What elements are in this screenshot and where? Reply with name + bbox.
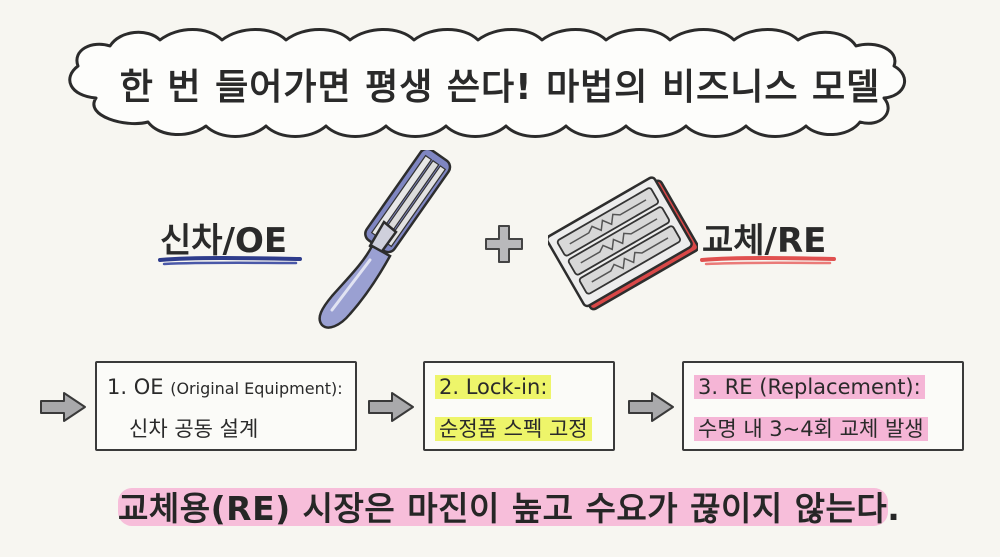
step-oe-title: 1. OE (Original Equipment): xyxy=(107,375,343,399)
replacement-blades-icon xyxy=(548,176,698,311)
step-lockin-description-wrap: 순정품 스펙 고정 xyxy=(435,413,592,443)
step-re-description-wrap: 수명 내 3~4회 교체 발생 xyxy=(694,413,928,443)
oe-label: 신차/OE xyxy=(160,221,288,261)
step-oe-box: 1. OE (Original Equipment): 신차 공동 설계 xyxy=(95,361,357,451)
bottom-highlight xyxy=(118,488,888,526)
step-lockin-description: 순정품 스펙 고정 xyxy=(435,417,592,441)
arrow-right-icon xyxy=(368,392,414,422)
re-underline xyxy=(700,256,836,266)
title-cloud-bubble xyxy=(68,28,907,138)
arrow-right-icon xyxy=(628,392,674,422)
step-re-box: 3. RE (Replacement): 수명 내 3~4회 교체 발생 xyxy=(682,361,964,451)
page-title: 한 번 들어가면 평생 쓴다! 마법의 비즈니스 모델 xyxy=(119,67,881,108)
step-lockin-title: 2. Lock-in: xyxy=(435,375,552,399)
re-label: 교체/RE xyxy=(702,221,827,261)
arrow-right-icon xyxy=(40,392,86,422)
bottom-statement: 교체용(RE) 시장은 마진이 높고 수요가 끊이지 않는다. xyxy=(118,489,901,528)
step-oe-description: 신차 공동 설계 xyxy=(129,417,259,441)
razor-icon xyxy=(318,150,452,329)
step-re-title-wrap: 3. RE (Replacement): xyxy=(694,375,925,399)
step-oe-heading-paren: (Original Equipment): xyxy=(170,379,343,398)
plus-icon xyxy=(485,225,523,263)
step-lockin-box: 2. Lock-in: 순정품 스펙 고정 xyxy=(423,361,615,451)
step-lockin-title-wrap: 2. Lock-in: xyxy=(435,375,552,399)
oe-underline xyxy=(158,256,302,266)
step-oe-heading: 1. OE xyxy=(107,375,164,399)
step-re-description: 수명 내 3~4회 교체 발생 xyxy=(694,417,928,441)
step-re-title: 3. RE (Replacement): xyxy=(694,375,925,399)
